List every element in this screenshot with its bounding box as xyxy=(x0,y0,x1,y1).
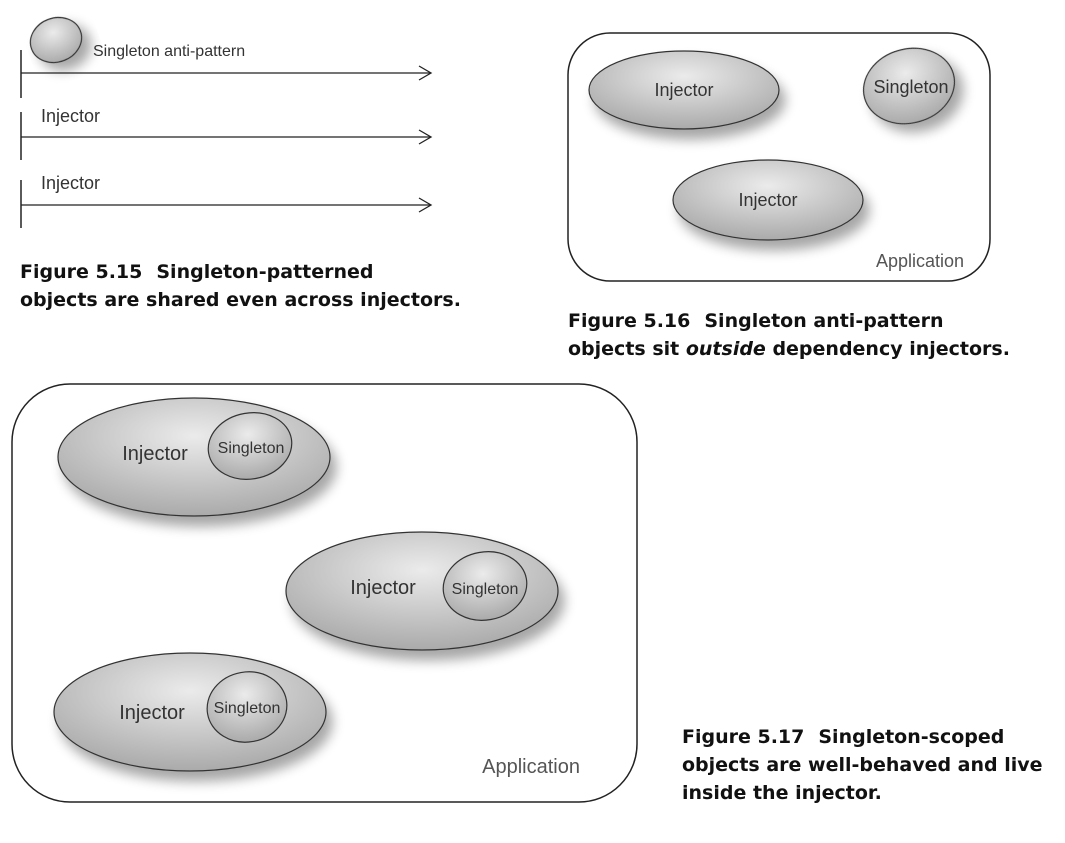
injector-label: Injector xyxy=(654,80,713,100)
singleton-label: Singleton xyxy=(214,700,281,717)
row-label-injector: Injector xyxy=(41,173,100,193)
caption-number: Figure 5.16 xyxy=(568,310,691,332)
application-container xyxy=(567,32,991,282)
caption-line: Singleton-scoped xyxy=(818,726,1005,748)
caption-number: Figure 5.15 xyxy=(20,261,143,283)
row-label-singleton: Singleton anti-pattern xyxy=(93,43,245,60)
injector-ellipse xyxy=(672,159,864,241)
injector-label: Injector xyxy=(122,443,188,465)
injector-group: Injector Singleton xyxy=(285,531,559,651)
injector-group: Injector Singleton xyxy=(53,652,327,772)
caption-line: Singleton anti-pattern xyxy=(704,310,944,332)
singleton-label: Singleton xyxy=(218,440,285,457)
injector-label: Injector xyxy=(119,702,185,724)
singleton-ellipse xyxy=(442,551,528,621)
figure-5-15-diagram: Singleton anti-pattern Injector Injector xyxy=(20,16,433,228)
singleton-ellipse xyxy=(207,412,293,480)
singleton-ellipse xyxy=(862,47,956,125)
injector-ellipse xyxy=(57,397,331,517)
figure-5-16-caption: Figure 5.16 Singleton anti-pattern object… xyxy=(568,307,1010,363)
arrowhead-icon xyxy=(418,197,433,213)
caption-number: Figure 5.17 xyxy=(682,726,805,748)
figure-5-15-caption: Figure 5.15 Singleton-patterned objects a… xyxy=(20,258,461,314)
application-label: Application xyxy=(876,251,964,271)
injector-group: Injector Singleton xyxy=(57,397,331,517)
application-container xyxy=(11,383,638,803)
arrowhead-icon xyxy=(418,65,433,81)
singleton-blob xyxy=(29,16,83,64)
row-label-injector: Injector xyxy=(41,106,100,126)
arrowhead-icon xyxy=(418,129,433,145)
injector-label: Injector xyxy=(350,577,416,599)
injector-label: Injector xyxy=(738,190,797,210)
singleton-label: Singleton xyxy=(873,77,948,97)
figure-5-17-caption: Figure 5.17 Singleton-scoped objects are … xyxy=(682,723,1043,807)
caption-text: objects sit xyxy=(568,338,686,360)
singleton-ellipse xyxy=(206,671,288,743)
singleton-label: Singleton xyxy=(452,581,519,598)
caption-text: dependency injectors. xyxy=(765,338,1010,360)
application-label: Application xyxy=(482,756,580,778)
caption-emphasis: outside xyxy=(685,338,766,360)
injector-ellipse xyxy=(588,50,780,130)
figure-5-16-diagram: Injector Singleton Injector Application xyxy=(567,32,991,282)
caption-line: inside the injector. xyxy=(682,782,882,804)
caption-line: objects are well-behaved and live xyxy=(682,754,1043,776)
caption-line: Singleton-patterned xyxy=(156,261,374,283)
caption-line: objects are shared even across injectors… xyxy=(20,289,461,311)
figure-5-17-diagram: Injector Singleton Injector Singleton In… xyxy=(11,383,638,803)
